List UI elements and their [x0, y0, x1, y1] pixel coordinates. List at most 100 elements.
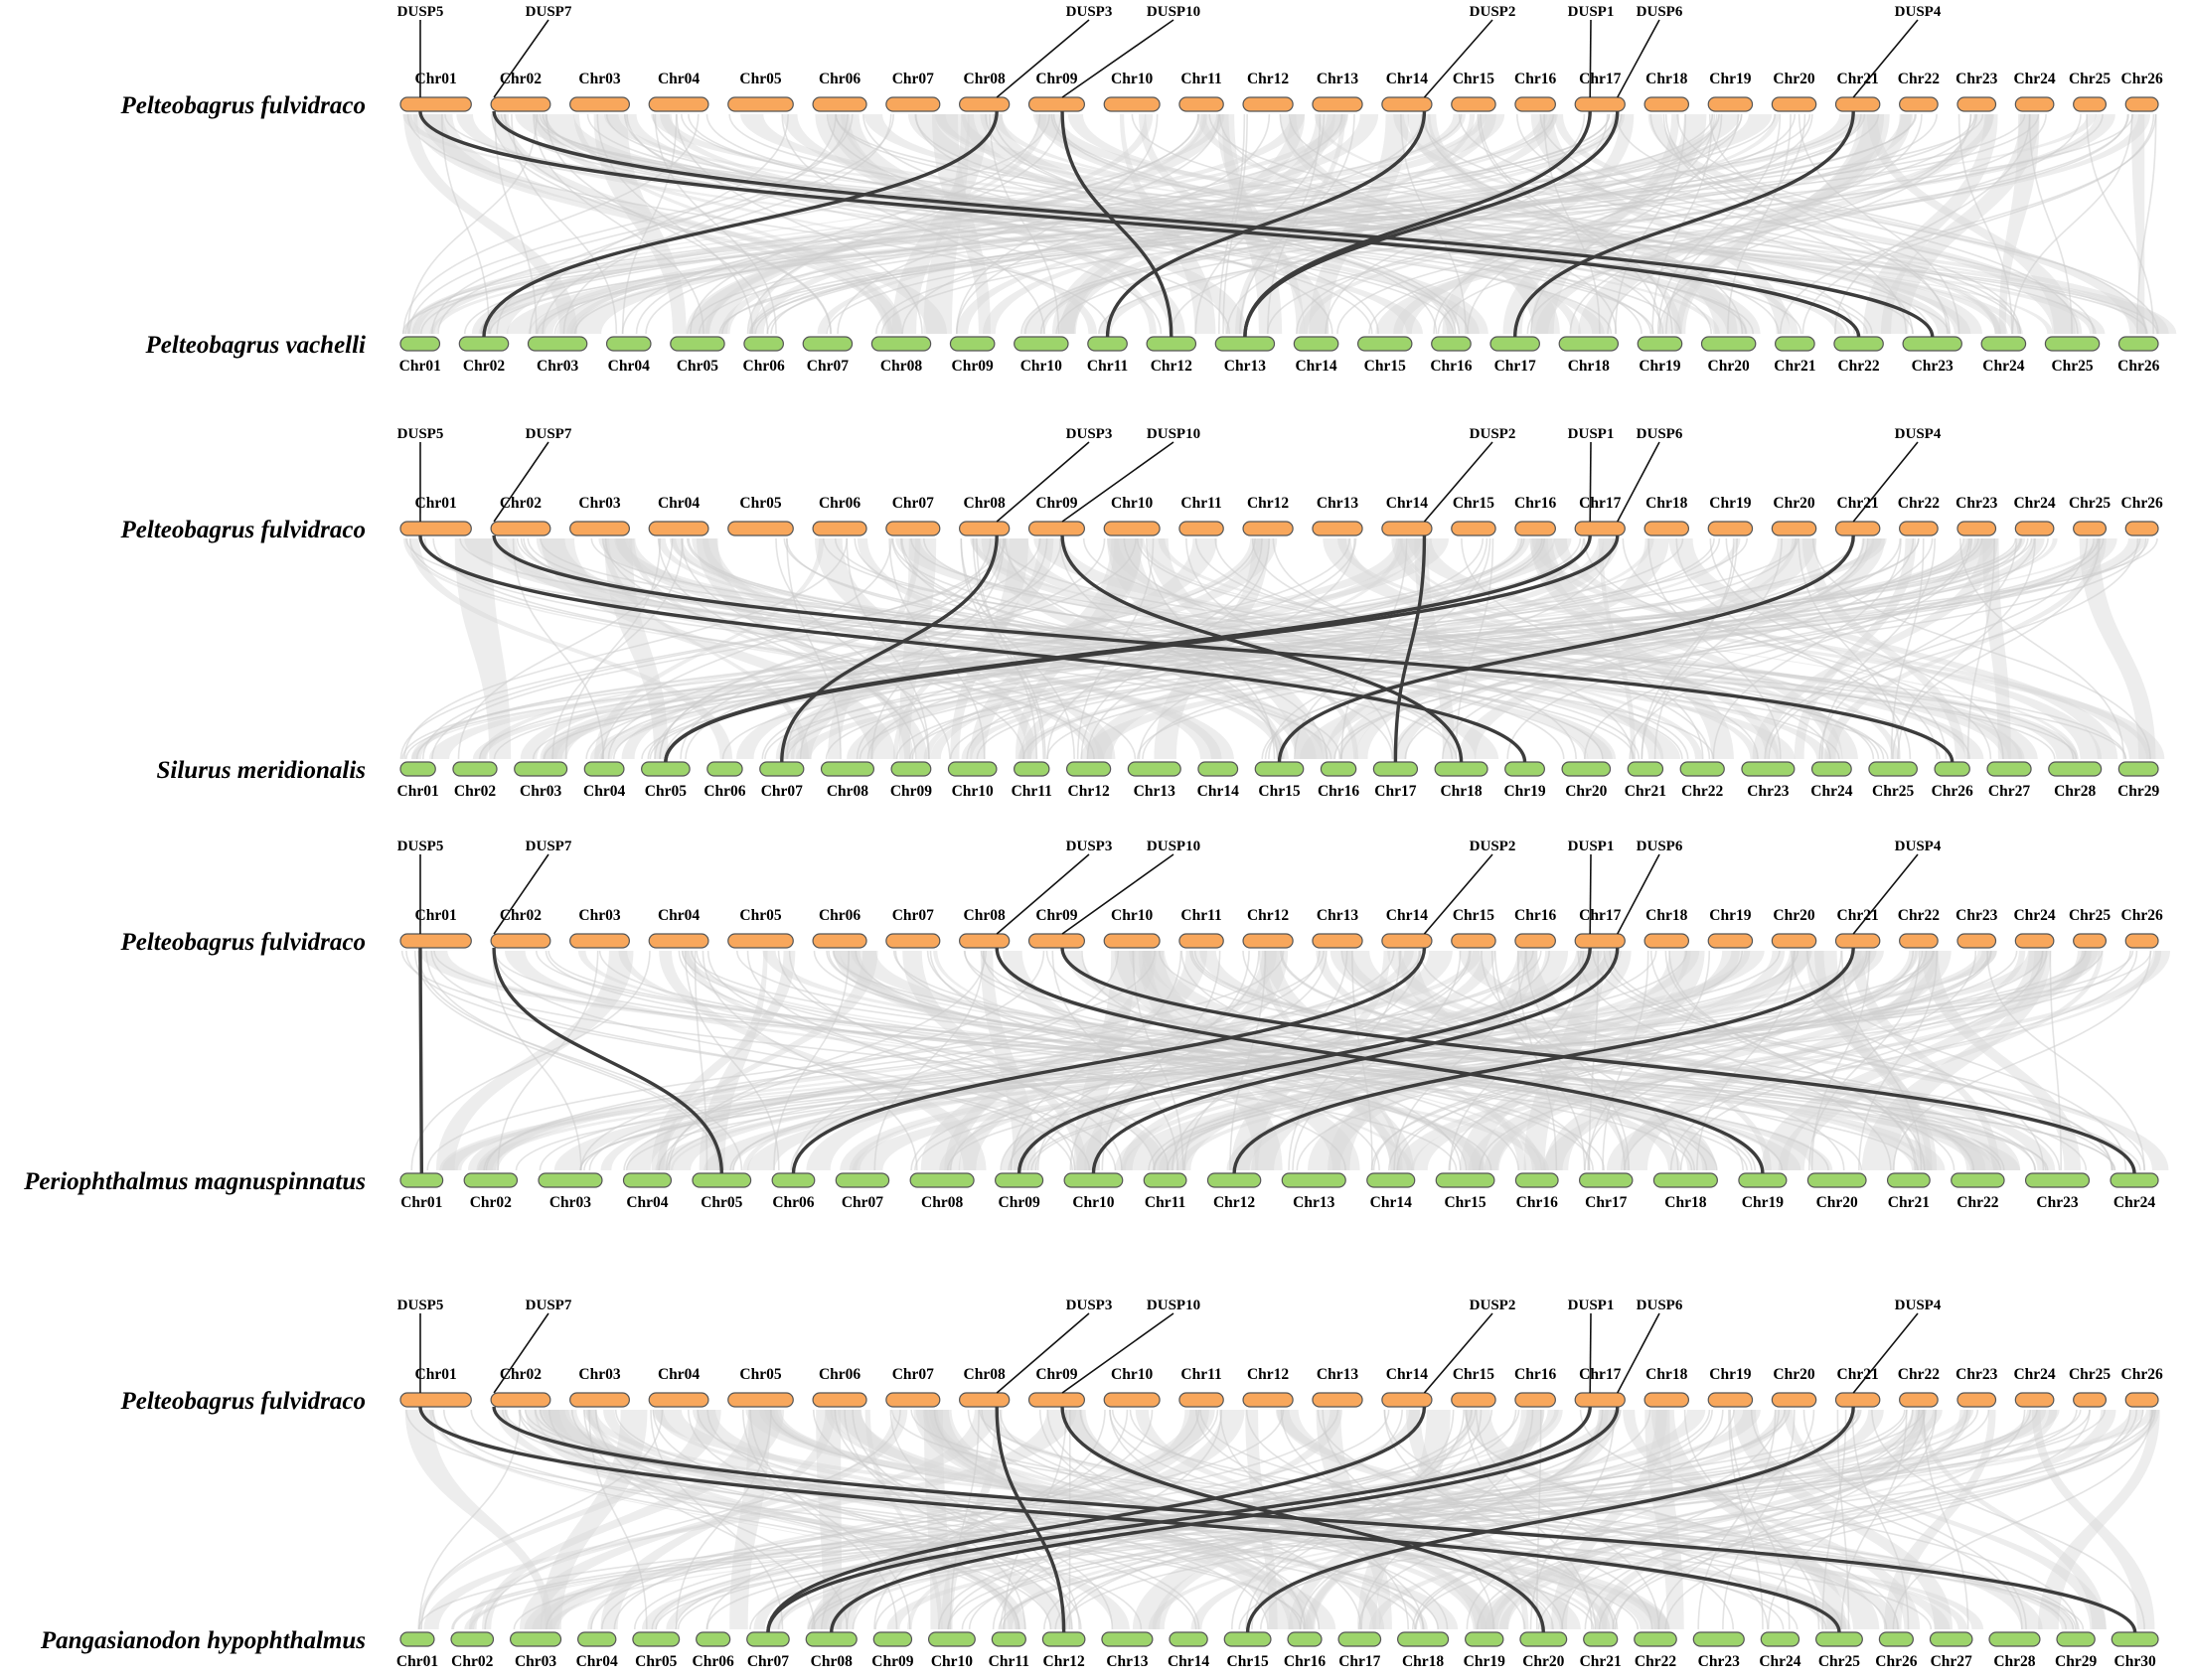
bottom-chromosome-chr01: [400, 1173, 443, 1187]
top-chromosome-chr22: [1900, 1393, 1939, 1407]
bottom-chromosome-label: Chr04: [583, 783, 625, 800]
bottom-chromosome-chr16: [1321, 762, 1355, 776]
bottom-chromosome-label: Chr24: [1982, 358, 2024, 375]
bottom-chromosome-label: Chr10: [931, 1653, 973, 1670]
top-chromosome-chr10: [1104, 1393, 1160, 1407]
bottom-chromosome-label: Chr15: [1258, 783, 1300, 800]
bottom-chromosome-chr13: [1128, 762, 1180, 776]
top-chromosome-chr17: [1575, 934, 1625, 948]
bottom-chromosome-chr10: [948, 762, 996, 776]
bottom-chromosome-chr16: [1288, 1632, 1322, 1646]
top-chromosome-label: Chr03: [578, 71, 620, 87]
bottom-chromosome-chr17: [1490, 337, 1539, 351]
bottom-chromosome-label: Chr23: [2036, 1194, 2078, 1211]
bottom-chromosome-label: Chr10: [1020, 358, 1062, 375]
top-chromosome-chr21: [1835, 934, 1879, 948]
top-chromosome-chr07: [886, 522, 940, 535]
top-chromosome-chr01: [400, 1393, 471, 1407]
top-chromosome-label: Chr03: [578, 495, 620, 512]
top-chromosome-label: Chr12: [1247, 495, 1289, 512]
gene-label-dusp6: DUSP6: [1637, 426, 1683, 442]
gene-label-dusp4: DUSP4: [1895, 4, 1942, 20]
bottom-chromosome-label: Chr09: [890, 783, 932, 800]
bottom-chromosome-label: Chr27: [1988, 783, 2030, 800]
gene-label-dusp5: DUSP5: [397, 426, 444, 442]
top-chromosome-label: Chr08: [964, 907, 1006, 924]
bottom-chromosome-label: Chr09: [999, 1194, 1040, 1211]
top-chromosome-chr08: [960, 934, 1010, 948]
top-chromosome-chr24: [2015, 1393, 2054, 1407]
top-chromosome-chr03: [570, 522, 630, 535]
top-species-label: Pelteobagrus fulvidraco: [119, 517, 366, 543]
bottom-chromosome-label: Chr17: [1374, 783, 1416, 800]
top-chromosome-label: Chr04: [658, 71, 700, 87]
top-chromosome-chr20: [1772, 522, 1815, 535]
bottom-chromosome-chr19: [1638, 337, 1681, 351]
top-chromosome-label: Chr04: [658, 495, 700, 512]
top-chromosome-label: Chr11: [1180, 1366, 1221, 1383]
top-chromosome-label: Chr22: [1898, 1366, 1940, 1383]
bottom-chromosome-label: Chr14: [1370, 1194, 1412, 1211]
top-chromosome-label: Chr20: [1773, 495, 1814, 512]
bottom-chromosome-chr03: [528, 337, 586, 351]
bottom-chromosome-label: Chr17: [1338, 1653, 1380, 1670]
top-chromosome-chr15: [1452, 1393, 1495, 1407]
top-species-label: Pelteobagrus fulvidraco: [119, 92, 366, 119]
bottom-chromosome-chr14: [1170, 1632, 1207, 1646]
bottom-chromosome-chr14: [1198, 762, 1238, 776]
top-chromosome-chr02: [491, 1393, 550, 1407]
top-chromosome-chr25: [2074, 522, 2107, 535]
bottom-chromosome-label: Chr07: [807, 358, 849, 375]
bottom-chromosome-chr21: [1888, 1173, 1931, 1187]
top-chromosome-label: Chr19: [1709, 907, 1751, 924]
top-chromosome-chr07: [886, 934, 940, 948]
top-chromosome-label: Chr16: [1514, 1366, 1556, 1383]
gene-label-dusp3: DUSP3: [1066, 426, 1113, 442]
top-chromosome-chr21: [1835, 97, 1879, 111]
bottom-chromosome-chr20: [1520, 1632, 1567, 1646]
top-chromosome-label: Chr20: [1773, 71, 1814, 87]
bottom-chromosome-chr15: [1224, 1632, 1271, 1646]
bottom-chromosome-label: Chr12: [1151, 358, 1192, 375]
bottom-chromosome-chr10: [1064, 1173, 1123, 1187]
top-chromosome-label: Chr14: [1386, 907, 1428, 924]
bottom-chromosome-label: Chr17: [1494, 358, 1536, 375]
bottom-chromosome-label: Chr13: [1293, 1194, 1334, 1211]
bottom-chromosome-chr12: [1147, 337, 1195, 351]
bottom-chromosome-chr05: [633, 1632, 680, 1646]
bottom-chromosome-label: Chr04: [608, 358, 650, 375]
bottom-chromosome-label: Chr10: [952, 783, 994, 800]
top-chromosome-label: Chr24: [2013, 1366, 2055, 1383]
top-chromosome-chr23: [1957, 934, 1996, 948]
bottom-chromosome-label: Chr22: [1681, 783, 1723, 800]
bottom-chromosome-label: Chr28: [2054, 783, 2096, 800]
bottom-chromosome-chr04: [584, 762, 624, 776]
bottom-chromosome-chr25: [2045, 337, 2099, 351]
top-chromosome-label: Chr05: [739, 71, 781, 87]
top-chromosome-chr19: [1708, 934, 1752, 948]
background-synteny: [402, 951, 2170, 1170]
bottom-chromosome-chr28: [1989, 1632, 2040, 1646]
top-chromosome-chr14: [1382, 97, 1432, 111]
top-chromosome-chr10: [1104, 97, 1160, 111]
bottom-chromosome-chr13: [1215, 337, 1274, 351]
bottom-chromosome-label: Chr12: [1043, 1653, 1085, 1670]
top-chromosome-label: Chr04: [658, 907, 700, 924]
bottom-chromosome-label: Chr06: [772, 1194, 814, 1211]
bottom-chromosome-label: Chr11: [1145, 1194, 1185, 1211]
gene-label-dusp7: DUSP7: [526, 426, 572, 442]
top-chromosome-chr15: [1452, 97, 1495, 111]
bottom-chromosome-label: Chr03: [537, 358, 578, 375]
top-chromosome-chr09: [1029, 934, 1085, 948]
gene-link-dusp5: [420, 948, 421, 1173]
top-chromosome-label: Chr11: [1180, 495, 1221, 512]
bottom-chromosome-chr18: [1398, 1632, 1449, 1646]
top-chromosome-chr26: [2125, 522, 2158, 535]
bottom-chromosome-chr01: [400, 1632, 434, 1646]
top-chromosome-label: Chr26: [2121, 71, 2163, 87]
top-chromosome-chr14: [1382, 1393, 1432, 1407]
bottom-chromosome-label: Chr03: [549, 1194, 591, 1211]
gene-label-dusp5: DUSP5: [397, 4, 444, 20]
bottom-chromosome-chr04: [623, 1173, 671, 1187]
